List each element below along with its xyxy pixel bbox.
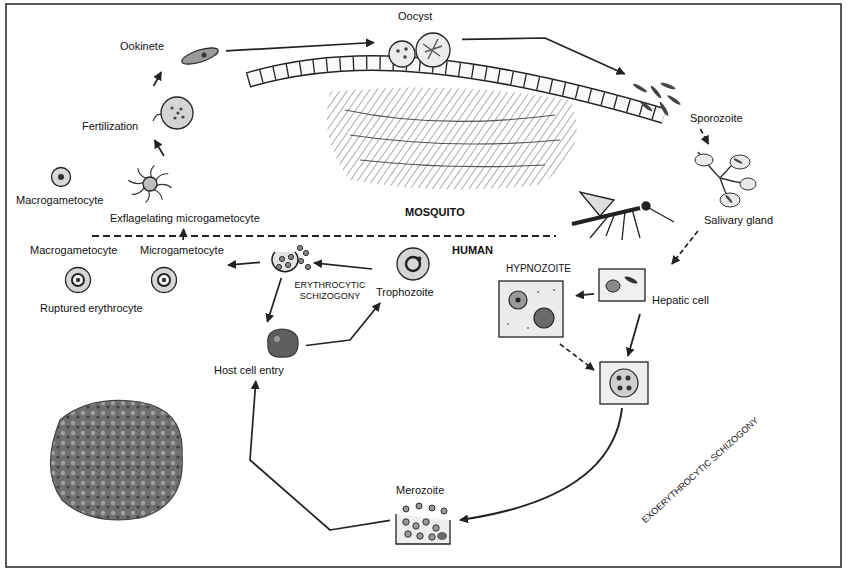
- gametocyte-cell: Microgametocyte: [138, 242, 226, 296]
- host-heading: HUMAN: [452, 244, 493, 257]
- stage-drawing: [395, 246, 431, 282]
- gametocyte-stage: Macrogametocyte: [14, 164, 106, 209]
- cycle-arrow: [700, 129, 708, 144]
- stage-label: Salivary gland: [704, 214, 773, 227]
- gut-tissue: [327, 88, 577, 190]
- stage-label: Fertilization: [82, 120, 138, 133]
- stage-label: Microgametocyte: [140, 244, 224, 257]
- stage-label: Macrogametocyte: [30, 244, 117, 257]
- cycle-arrow: [628, 314, 640, 356]
- gut-wall: [248, 63, 664, 116]
- mosquito: [572, 192, 674, 240]
- cycle-arrow: [155, 140, 164, 156]
- stage-label: Host cell entry: [214, 364, 284, 377]
- stage-drawing: [150, 266, 178, 294]
- stage-drawing: [262, 244, 312, 276]
- phase-label: ERYTHROCYTIC SCHIZOGONY: [288, 280, 372, 302]
- salivary-gland: Salivary gland: [688, 146, 776, 229]
- stage-label: Sporozoite: [690, 112, 743, 125]
- hypnozoite-cell: HYPNOZOITE: [496, 260, 574, 340]
- cycle-arrow: [250, 381, 390, 530]
- sporozoite-stage: Sporozoite: [626, 76, 745, 127]
- stage-label: Ookinete: [120, 40, 164, 53]
- micrograph: [50, 400, 182, 519]
- stage-label: Trophozoite: [376, 286, 434, 299]
- cycle-arrow: [576, 294, 594, 296]
- cycle-arrow: [182, 229, 184, 240]
- merozoite-release: Merozoite: [392, 482, 454, 548]
- cycle-arrow: [314, 263, 372, 269]
- stage-drawing: [262, 326, 302, 360]
- stage-drawing: [122, 160, 178, 208]
- stage-label: Macrogametocyte: [16, 194, 103, 207]
- cycle-arrow: [226, 43, 374, 51]
- cycle-arrow: [228, 262, 260, 265]
- stage-label: Hepatic cell: [652, 294, 709, 307]
- cycle-arrow: [460, 408, 622, 520]
- cycle-arrow: [154, 72, 162, 86]
- stage-drawing: [378, 30, 458, 70]
- stage-label: Oocyst: [398, 10, 432, 23]
- stage-drawing: [628, 78, 684, 124]
- cycle-arrow: [672, 231, 698, 264]
- host-divider: [92, 235, 556, 237]
- cycle-arrow: [306, 303, 380, 346]
- oocyst-stage: Oocyst: [376, 8, 460, 72]
- stage-label: HYPNOZOITE: [506, 262, 571, 275]
- ruptured-erythrocyte: Ruptured erythrocyte: [262, 244, 312, 276]
- host-cell-entry: Host cell entry: [212, 324, 304, 379]
- host-heading: MOSQUITO: [405, 206, 465, 219]
- frame: [6, 4, 841, 567]
- phase-label: EXOERYTHROCYTIC SCHIZOGONY: [640, 415, 761, 525]
- stage-drawing: [150, 90, 196, 136]
- stage-drawing: [394, 502, 452, 546]
- stage-drawing: [498, 280, 564, 338]
- stage-label: Exflagelating microgametocyte: [110, 212, 260, 225]
- cycle-arrow: [267, 278, 281, 322]
- zygote-stage: Fertilization: [80, 88, 198, 138]
- stage-drawing: [50, 166, 72, 188]
- stage-label: Ruptured erythrocyte: [40, 302, 143, 315]
- stage-drawing: [178, 44, 222, 68]
- gut-wall: [248, 63, 664, 116]
- stage-drawing: [690, 148, 760, 210]
- stage-drawing: [64, 266, 92, 294]
- gametocyte-stage: Exflagelating microgametocyte: [108, 158, 262, 227]
- cycle-arrow: [560, 344, 594, 370]
- liver-schizont: [600, 362, 648, 404]
- gut-wall-cells: [248, 63, 664, 116]
- trophozoite-cell: Trophozoite: [374, 244, 436, 301]
- hepatic-cell: Hepatic cell: [596, 266, 711, 309]
- ookinete-stage: Ookinete: [118, 38, 224, 70]
- stage-drawing: [598, 268, 646, 302]
- gut-tissue-fibres: [345, 110, 560, 167]
- stage-label: Merozoite: [396, 484, 444, 497]
- gametocyte-cell: Macrogametocyte: [28, 242, 120, 296]
- cycle-arrow: [462, 38, 625, 74]
